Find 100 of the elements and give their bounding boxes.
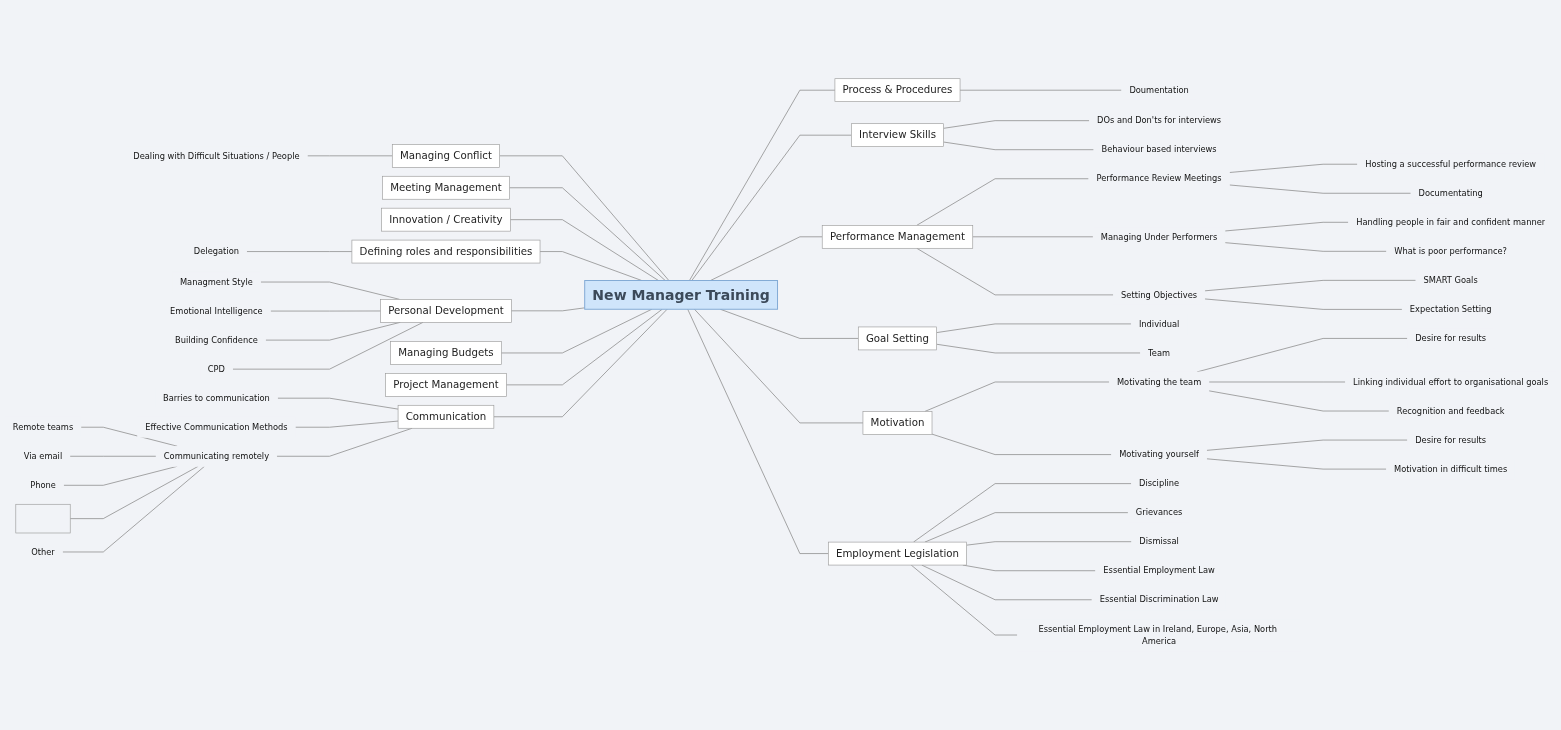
connector bbox=[916, 178, 1090, 226]
node-text: What is poor performance? bbox=[1394, 246, 1508, 256]
connector bbox=[69, 455, 157, 457]
connector bbox=[931, 433, 1112, 455]
connector bbox=[936, 323, 1132, 333]
node-text: Desire for results bbox=[1415, 333, 1487, 344]
connector bbox=[1228, 184, 1412, 194]
connector bbox=[916, 247, 1114, 296]
connector bbox=[966, 541, 1133, 546]
connector bbox=[959, 89, 1123, 91]
node-text: Team bbox=[1148, 348, 1171, 358]
node-text: Delegation bbox=[193, 246, 239, 257]
connector bbox=[924, 512, 1129, 543]
node-box: Motivation bbox=[862, 411, 933, 435]
connector bbox=[1208, 390, 1390, 412]
node-text: Managment Style bbox=[179, 277, 253, 287]
node-text: Communicating remotely bbox=[163, 451, 270, 461]
node-box: Communication bbox=[397, 404, 495, 429]
node-text: Phone bbox=[30, 480, 56, 490]
connector bbox=[510, 307, 586, 312]
node-text: Desire for results bbox=[1415, 435, 1487, 445]
connector bbox=[936, 343, 1141, 354]
connector bbox=[1224, 221, 1349, 232]
node-text: Dismissal bbox=[1139, 536, 1179, 547]
node-text: Barries to communication bbox=[162, 393, 270, 403]
node-text: Essential Discrimination Law bbox=[1099, 594, 1219, 605]
node-text: CPD bbox=[207, 364, 226, 374]
connector bbox=[1228, 163, 1358, 173]
node-box: Employment Legislation bbox=[828, 541, 967, 566]
node-text: Performance Review Meetings bbox=[1096, 173, 1222, 184]
node-box: Managing Budgets bbox=[390, 341, 502, 365]
node-text: Essential Employment Law bbox=[1103, 565, 1215, 576]
connector bbox=[306, 155, 393, 157]
connector bbox=[687, 308, 829, 554]
connector bbox=[505, 308, 663, 386]
connector bbox=[294, 420, 399, 428]
node-text: Hosting a successful performance review bbox=[1365, 159, 1537, 169]
connector bbox=[69, 465, 199, 520]
node-text: DOs and Don'ts for interviews bbox=[1097, 115, 1222, 126]
node-box: Goal Setting bbox=[857, 326, 937, 351]
connector bbox=[1224, 242, 1388, 252]
connector bbox=[232, 321, 424, 370]
connector bbox=[509, 219, 659, 281]
node-text: Recognition and feedback bbox=[1396, 406, 1505, 416]
node-text: Discipline bbox=[1139, 478, 1180, 489]
node-text: Other bbox=[31, 547, 55, 557]
node-box: Interview Skills bbox=[851, 123, 944, 147]
connector bbox=[972, 236, 1094, 238]
connector bbox=[943, 120, 1090, 129]
node-box: Managing Conflict bbox=[391, 144, 500, 168]
node-text: Expectation Setting bbox=[1409, 304, 1492, 315]
node-box: New Manager Training bbox=[584, 280, 779, 310]
connector bbox=[509, 187, 666, 281]
connector bbox=[493, 308, 668, 418]
connector bbox=[694, 308, 864, 424]
node-box: Performance Management bbox=[821, 225, 974, 249]
node-text: Motivating the team bbox=[1116, 377, 1202, 387]
node-box bbox=[15, 503, 71, 534]
node-box: Process & Procedures bbox=[834, 78, 961, 102]
connector bbox=[1204, 298, 1403, 310]
node-text: Effective Communication Methods bbox=[145, 422, 288, 432]
node-text: Doumentation bbox=[1129, 85, 1189, 95]
node-text: Building Confidence bbox=[174, 335, 258, 345]
node-box: Meeting Management bbox=[382, 175, 510, 200]
node-box: Personal Development bbox=[380, 299, 512, 323]
connector bbox=[689, 89, 836, 281]
node-text: Linking individual effort to organisational goals bbox=[1353, 377, 1549, 387]
connector bbox=[691, 134, 852, 281]
node-text: Emotional Intelligence bbox=[170, 306, 263, 316]
node-text: Motivation in difficult times bbox=[1394, 464, 1508, 474]
node-text: Motivating yourself bbox=[1119, 449, 1199, 460]
connector bbox=[1208, 381, 1346, 383]
node-text: Via email bbox=[23, 451, 63, 461]
node-text: Handling people in fair and confident manner bbox=[1356, 217, 1546, 227]
node-text: Individual bbox=[1138, 318, 1180, 329]
node-box: Project Management bbox=[385, 373, 507, 397]
node-text: Behaviour based interviews bbox=[1101, 144, 1217, 155]
connector bbox=[1204, 279, 1417, 292]
connector bbox=[1206, 439, 1408, 451]
connector bbox=[924, 381, 1110, 412]
node-text: Grievances bbox=[1135, 507, 1183, 518]
node-box: Defining roles and responsibilities bbox=[351, 239, 541, 264]
connector bbox=[499, 155, 670, 281]
connector bbox=[910, 564, 1018, 636]
node-text: Documentating bbox=[1418, 188, 1483, 198]
node-text: Remote teams bbox=[12, 422, 74, 432]
node-box: Innovation / Creativity bbox=[381, 207, 511, 232]
connector bbox=[246, 251, 353, 252]
node-text: Dealing with Difficult Situations / People bbox=[133, 150, 300, 161]
connector bbox=[710, 236, 823, 281]
node-text: SMART Goals bbox=[1423, 275, 1478, 285]
connector bbox=[913, 483, 1132, 543]
connector bbox=[943, 141, 1095, 151]
connector bbox=[62, 465, 205, 553]
node-text: Managing Under Performers bbox=[1100, 231, 1218, 242]
connector bbox=[1206, 458, 1387, 470]
node-text: Setting Objectives bbox=[1121, 289, 1198, 300]
node-text: Essential Employment Law in Ireland, Europe, Asia, North America bbox=[1038, 623, 1278, 646]
connector bbox=[270, 310, 381, 312]
connector bbox=[277, 397, 399, 410]
